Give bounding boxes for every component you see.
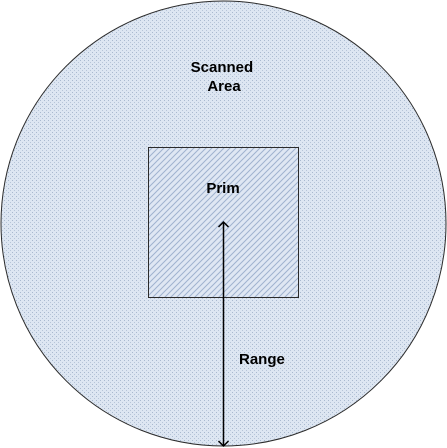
range-label: Range xyxy=(239,351,285,368)
scanned-area-label: Scanned Area xyxy=(191,59,258,95)
prim-label: Prim xyxy=(206,180,239,197)
scanned-area-label-line1: Scanned xyxy=(191,59,254,76)
scanned-area-label-line2: Area xyxy=(207,78,241,95)
